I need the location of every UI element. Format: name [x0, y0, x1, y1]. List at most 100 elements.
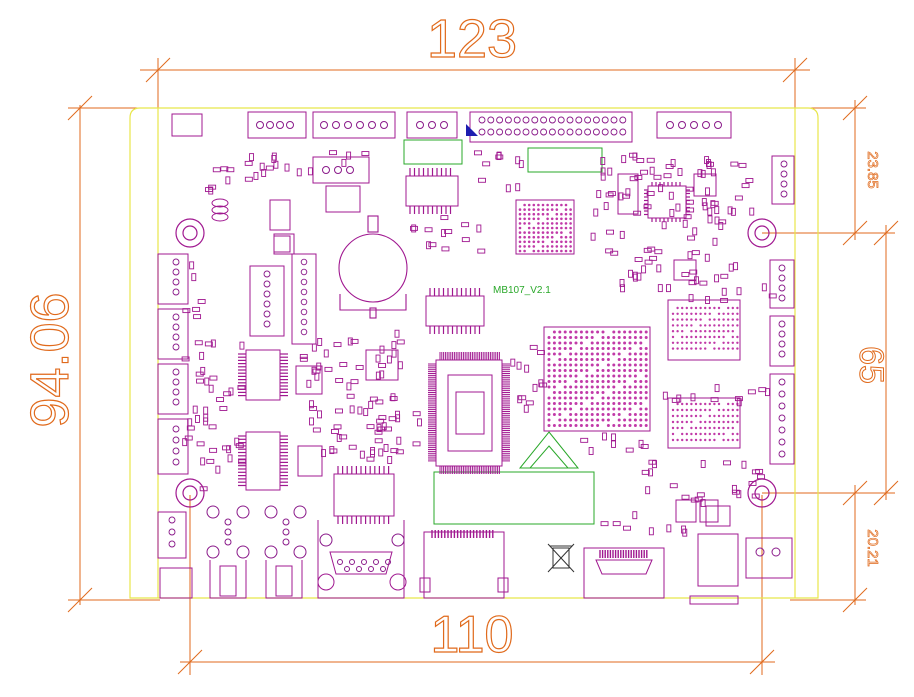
bga-ball [606, 347, 610, 350]
bga-ball [569, 413, 573, 416]
bga-ball [644, 396, 648, 400]
ddr-ball [694, 414, 698, 418]
passive-component [196, 441, 205, 447]
passive-component [363, 408, 369, 417]
emmc-ball [546, 226, 549, 230]
bga-ball [585, 380, 589, 383]
ddr-ball [704, 432, 707, 436]
ddr-chips [667, 299, 741, 449]
passive-component [632, 273, 638, 282]
passive-component [525, 400, 534, 406]
passive-component [714, 274, 720, 283]
bga-ball [644, 336, 648, 339]
ddr-ball [708, 330, 711, 333]
ddr-ball [704, 335, 707, 339]
bga-ball [628, 358, 632, 361]
ddr-ball [731, 402, 734, 406]
emmc-ball [518, 245, 522, 248]
lvds-pin-header [478, 116, 627, 136]
passive-component [444, 229, 453, 235]
passive-component [321, 449, 326, 458]
passive-component [730, 207, 736, 216]
ddr-ball [699, 438, 702, 442]
passive-component [700, 499, 706, 507]
ddr-ball [694, 432, 698, 436]
bga-ball [558, 380, 562, 383]
top-connectors [171, 111, 732, 184]
dim-right-bottom-label: 20.21 [864, 529, 881, 567]
ddr-ball [694, 306, 698, 310]
passive-component [383, 444, 389, 452]
ddr-ball [736, 341, 739, 344]
left-side-connectors [157, 155, 795, 559]
emmc-ball [537, 203, 540, 207]
emmc-ball [564, 235, 568, 239]
passive-component [731, 484, 737, 493]
connector-pin [172, 343, 180, 351]
bga-ball [547, 413, 551, 416]
inductor [211, 198, 291, 253]
ddr-ball [722, 426, 725, 430]
lvds-pin [566, 116, 574, 124]
bga-ball [617, 380, 621, 383]
passive-component [349, 405, 355, 414]
passive-component [643, 247, 652, 253]
bga-ball [617, 358, 621, 361]
passive-component [307, 167, 313, 176]
emmc-ball [564, 222, 568, 225]
ddr-ball [722, 324, 725, 327]
mounting-holes [175, 218, 777, 508]
passive-component [751, 469, 760, 475]
emmc-ball [546, 231, 549, 234]
ddr-ball [717, 402, 721, 406]
ddr-ball [671, 414, 675, 418]
passive-component [629, 176, 638, 182]
bga-ball [639, 341, 643, 345]
emmc-ball [546, 212, 549, 216]
bga-ball [579, 352, 583, 356]
passive-component [271, 154, 277, 163]
passive-component [539, 382, 548, 388]
ddr-ball [694, 426, 698, 430]
passive-component [396, 339, 405, 345]
passive-component [600, 167, 606, 176]
ic-leads [238, 168, 481, 524]
battery-holder [338, 215, 408, 319]
bga-ball [590, 330, 594, 334]
ddr-ball [722, 432, 725, 436]
bga-ball [644, 330, 648, 334]
bga-ball [628, 385, 632, 389]
bga-ball [623, 369, 627, 372]
emmc-ball [523, 217, 526, 221]
bga-ball [585, 396, 589, 400]
bga-ball [547, 336, 551, 339]
passive-component [529, 344, 538, 350]
bga-ball [569, 341, 573, 345]
emmc-ball [541, 203, 545, 207]
bga-ball [628, 402, 632, 405]
passive-component [200, 457, 206, 466]
connector-pin [263, 300, 271, 308]
ddr-ball [671, 318, 675, 321]
ddr-ball [713, 414, 716, 418]
bga-ball [579, 336, 583, 339]
passive-component [600, 172, 606, 181]
passive-component [333, 424, 342, 430]
bga-ball [606, 396, 610, 400]
passive-component [620, 284, 626, 293]
bga-ball [590, 396, 594, 400]
emmc-ball [537, 226, 540, 230]
passive-components [181, 150, 777, 537]
bga-ball [623, 402, 627, 405]
passive-component [661, 221, 667, 230]
bga-ball [579, 341, 583, 345]
passive-component [335, 408, 343, 414]
passive-component [636, 272, 642, 281]
passive-component [208, 424, 217, 430]
passive-component [227, 454, 233, 463]
connector-pin [778, 438, 786, 446]
passive-component [209, 375, 218, 381]
ddr-ball [690, 335, 693, 339]
passive-component [226, 167, 235, 173]
passive-component [537, 350, 545, 356]
